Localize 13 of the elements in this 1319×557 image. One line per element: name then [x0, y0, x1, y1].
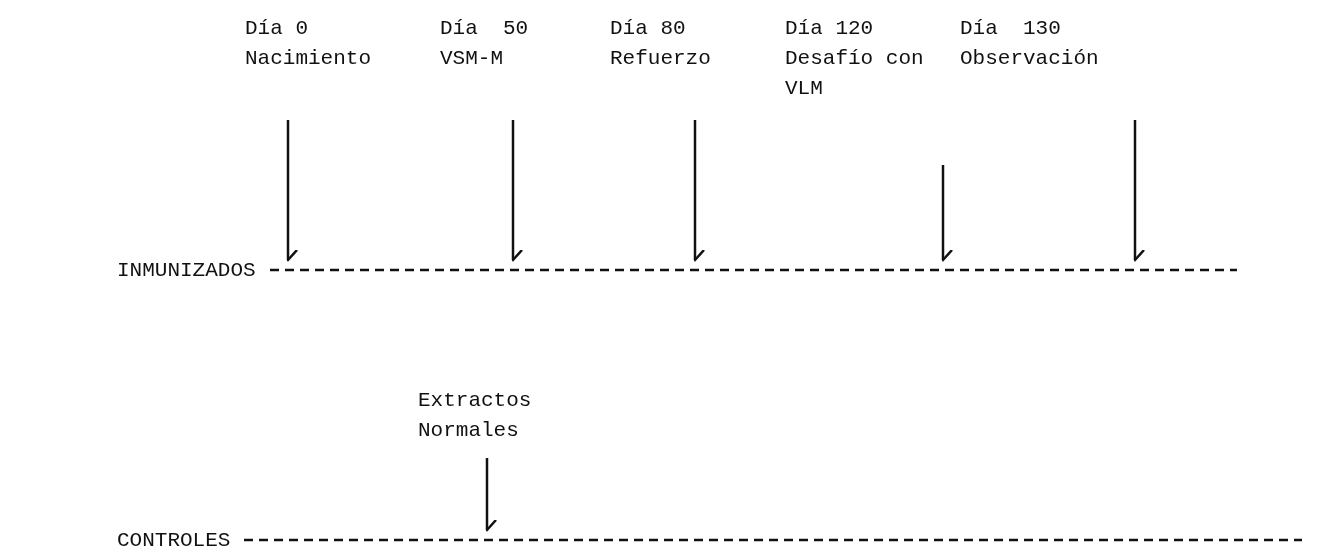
day-label: Día 50 [440, 16, 530, 42]
event-label: Refuerzo [610, 46, 712, 72]
event-label: Extractos Normales [418, 388, 533, 444]
event-label: VSM-M [440, 46, 504, 72]
day-label: Día 120 [785, 16, 875, 42]
group-label: CONTROLES [117, 528, 231, 552]
day-label: Día 80 [610, 16, 687, 42]
event-label: Nacimiento [245, 46, 373, 72]
group-label: INMUNIZADOS [117, 258, 256, 282]
event-label: Observación [960, 46, 1100, 72]
event-label: Desafío con VLM [785, 46, 925, 102]
day-label: Día 130 [960, 16, 1062, 42]
day-label: Día 0 [245, 16, 309, 42]
